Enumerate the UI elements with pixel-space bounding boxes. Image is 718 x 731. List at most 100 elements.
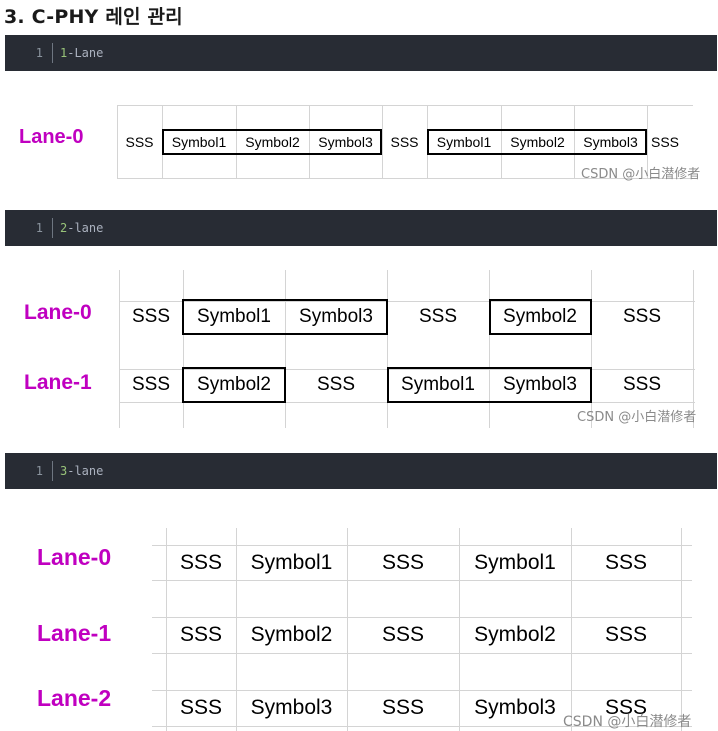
symbol-group-box [182,367,286,403]
grid-line [681,528,682,731]
code-text: 2-lane [60,210,103,246]
grid-line [489,270,490,428]
figure-2-lane-diagram: Lane-0 Lane-1 SSS Symbol1 Symbol3 SSS Sy… [5,265,717,430]
grid-line [117,105,693,106]
code-text: 3-lane [60,453,103,489]
grid-line [574,105,575,179]
section-heading: 3. C-PHY 레인 관리 [4,6,183,28]
grid-line [166,528,167,731]
grid-line [152,690,692,691]
grid-line [152,617,692,618]
lane-label: Lane-0 [37,544,112,570]
code-number: 1 [60,46,68,60]
code-rest: -lane [67,221,104,235]
cell-symbol: Symbol3 [250,696,333,719]
cell-sss: SSS [604,550,648,574]
grid-line [236,528,237,731]
watermark: CSDN @小白潜修者 [563,714,692,730]
cell-sss: SSS [622,374,662,395]
lane-label: Lane-0 [19,126,84,148]
code-rest: -lane [67,464,104,478]
grid-line [571,528,572,731]
lane-label: Lane-1 [24,371,92,394]
grid-line [591,270,592,428]
cell-sss: SSS [179,550,223,574]
grid-line [309,105,310,179]
cell-sss: SSS [381,623,425,646]
gutter-separator [52,461,53,481]
grid-line [647,105,648,179]
cell-sss: SSS [131,374,171,395]
line-number: 1 [35,221,43,235]
cell-symbol: Symbol2 [510,134,565,150]
gutter-separator [52,43,53,63]
grid-line [501,105,502,179]
grid-line [152,545,692,546]
code-block-2[interactable]: 1 2-lane [5,210,717,246]
symbol-group-box [387,367,592,403]
grid-line [152,580,692,581]
cell-sss: SSS [179,696,223,719]
cell-symbol: Symbol3 [583,134,638,150]
code-block-3[interactable]: 1 3-lane [5,453,717,489]
cell-symbol: Symbol1 [197,306,271,327]
cell-sss: SSS [604,696,648,719]
cell-symbol: Symbol3 [474,696,556,719]
code-number: 2 [60,221,68,235]
cell-symbol: Symbol2 [245,134,300,150]
line-number: 1 [35,464,43,478]
cell-symbol: Symbol2 [197,374,271,395]
grid-line [693,270,694,428]
cell-symbol: Symbol2 [474,623,556,646]
grid-line [117,105,118,179]
grid-line [119,301,695,302]
cell-sss: SSS [125,134,154,150]
cell-sss: SSS [604,623,648,646]
grid-line [117,178,693,179]
cell-sss: SSS [316,374,356,395]
grid-line [119,270,120,428]
symbol-group-box [427,129,647,155]
code-text: 1-Lane [60,35,103,71]
cell-sss: SSS [131,306,171,327]
grid-line [119,369,695,370]
figure-1-lane-diagram: Lane-0 SSS Symbol1 Symbol2 Symbol3 SSS S… [5,95,717,190]
cell-symbol: Symbol3 [503,374,577,395]
grid-line [236,105,237,179]
cell-sss: SSS [179,623,223,646]
grid-line [347,528,348,731]
lane-label: Lane-2 [37,685,112,711]
grid-line [285,270,286,428]
symbol-group-box [489,299,592,335]
grid-line [459,528,460,731]
cell-symbol: Symbol2 [503,306,577,327]
grid-line [382,105,383,179]
cell-symbol: Symbol3 [299,306,373,327]
symbol-group-box [162,129,382,155]
watermark: CSDN @小白潜修者 [577,410,697,425]
cell-symbol: Symbol1 [474,550,556,574]
cell-sss: SSS [650,134,679,150]
cell-symbol: Symbol1 [436,134,492,150]
symbol-group-box [182,299,388,335]
gutter-separator [52,218,53,238]
lane-label: Lane-0 [24,301,92,324]
cell-symbol: Symbol2 [250,623,333,646]
cell-sss: SSS [381,696,425,719]
watermark: CSDN @小白潜修者 [581,167,701,182]
grid-line [387,270,388,428]
grid-line [183,270,184,428]
cell-sss: SSS [390,134,419,150]
cell-symbol: Symbol1 [171,134,227,150]
cell-symbol: Symbol1 [401,374,475,395]
cell-symbol: Symbol3 [318,134,373,150]
cell-symbol: Symbol1 [250,550,333,574]
lane-label: Lane-1 [37,620,112,646]
grid-line [152,726,692,727]
cell-sss: SSS [418,306,458,327]
code-block-1[interactable]: 1 1-Lane [5,35,717,71]
grid-line [152,653,692,654]
figure-3-lane-diagram: Lane-0 Lane-1 Lane-2 SSS Symbol1 SSS Sym… [0,520,718,731]
line-number: 1 [35,46,43,60]
cell-sss: SSS [622,306,662,327]
